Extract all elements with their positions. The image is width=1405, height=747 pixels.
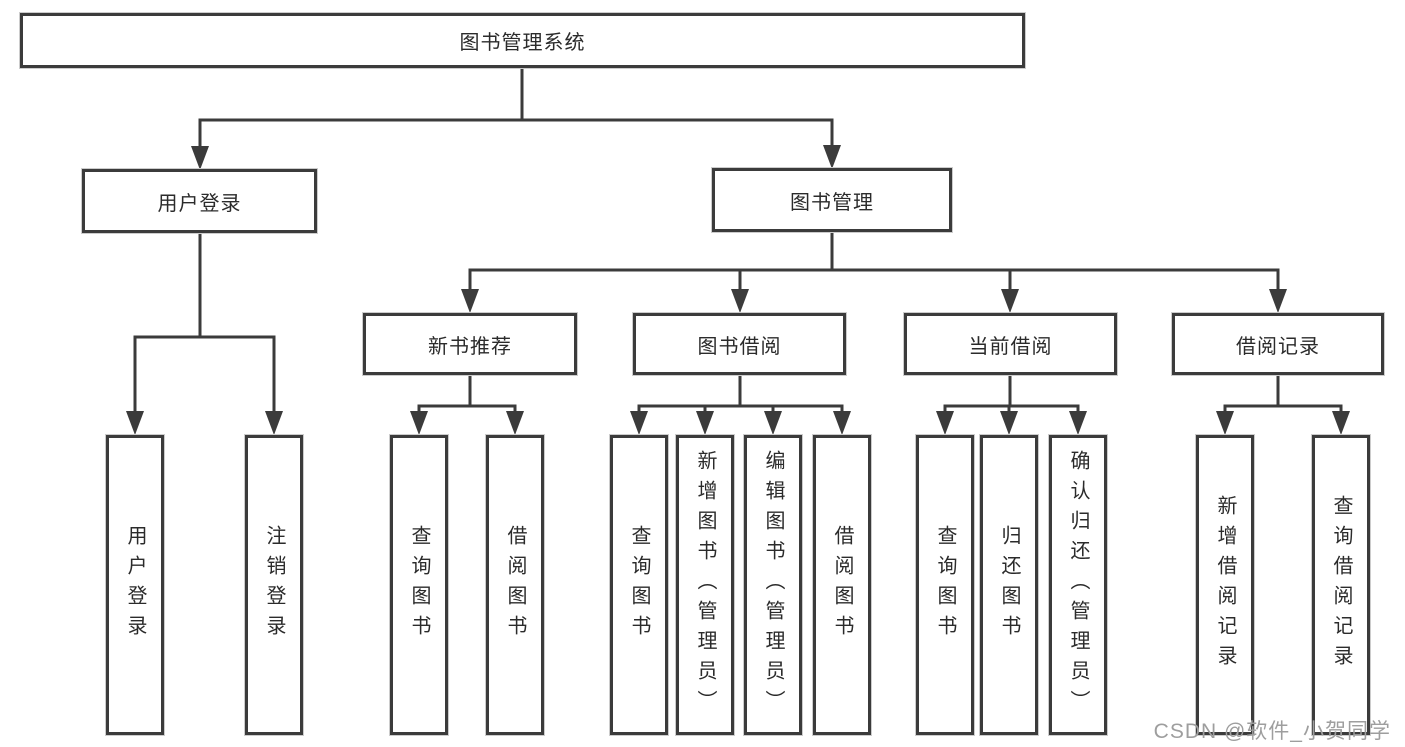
leaf-borrowing-query-books: 查询图书 [610,435,668,735]
leaf-borrowing-add-books-admin-label: 新增图书（管理员） [694,450,716,720]
leaf-borrowing-query-books-label: 查询图书 [628,525,650,645]
leaf-records-query-record-label: 查询借阅记录 [1330,495,1352,675]
node-root-label: 图书管理系统 [459,32,586,54]
node-user-login-label: 用户登录 [157,192,242,215]
node-new-book-recommend: 新书推荐 [363,313,577,375]
node-borrow-records: 借阅记录 [1172,313,1384,375]
node-new-book-recommend-label: 新书推荐 [428,335,512,358]
node-book-borrowing: 图书借阅 [633,313,846,375]
arrowheads [126,145,1350,435]
leaf-borrowing-edit-books-admin: 编辑图书（管理员） [744,435,802,735]
leaf-newbooks-query-books: 查询图书 [390,435,448,735]
leaf-logout: 注销登录 [245,435,303,735]
leaf-current-query-books-label: 查询图书 [934,525,956,645]
node-book-management: 图书管理 [712,168,952,232]
leaf-borrowing-add-books-admin: 新增图书（管理员） [676,435,734,735]
node-borrow-records-label: 借阅记录 [1236,335,1320,358]
leaf-user-login-label: 用户登录 [124,525,146,645]
leaf-records-add-record-label: 新增借阅记录 [1214,495,1236,675]
leaf-borrowing-borrow-books-label: 借阅图书 [831,525,853,645]
leaf-borrowing-borrow-books: 借阅图书 [813,435,871,735]
watermark: CSDN @软件_小贺同学 [1153,720,1391,743]
leaf-newbooks-query-books-label: 查询图书 [408,525,430,645]
leaf-current-query-books: 查询图书 [916,435,974,735]
node-root: 图书管理系统 [20,13,1025,68]
node-user-login: 用户登录 [82,169,317,233]
leaf-records-add-record: 新增借阅记录 [1196,435,1254,735]
node-current-borrowing-label: 当前借阅 [968,335,1053,358]
leaf-newbooks-borrow-books-label: 借阅图书 [504,525,526,645]
leaf-user-login: 用户登录 [106,435,164,735]
node-book-management-label: 图书管理 [790,191,874,214]
leaf-logout-label: 注销登录 [263,525,285,645]
leaf-current-return-books: 归还图书 [980,435,1038,735]
leaf-current-confirm-return-admin-label: 确认归还（管理员） [1067,450,1089,720]
node-book-borrowing-label: 图书借阅 [697,335,782,358]
leaf-current-return-books-label: 归还图书 [998,525,1020,645]
leaf-borrowing-edit-books-admin-label: 编辑图书（管理员） [762,450,784,720]
leaf-newbooks-borrow-books: 借阅图书 [486,435,544,735]
leaf-current-confirm-return-admin: 确认归还（管理员） [1049,435,1107,735]
node-current-borrowing: 当前借阅 [904,313,1117,375]
leaf-records-query-record: 查询借阅记录 [1312,435,1370,735]
